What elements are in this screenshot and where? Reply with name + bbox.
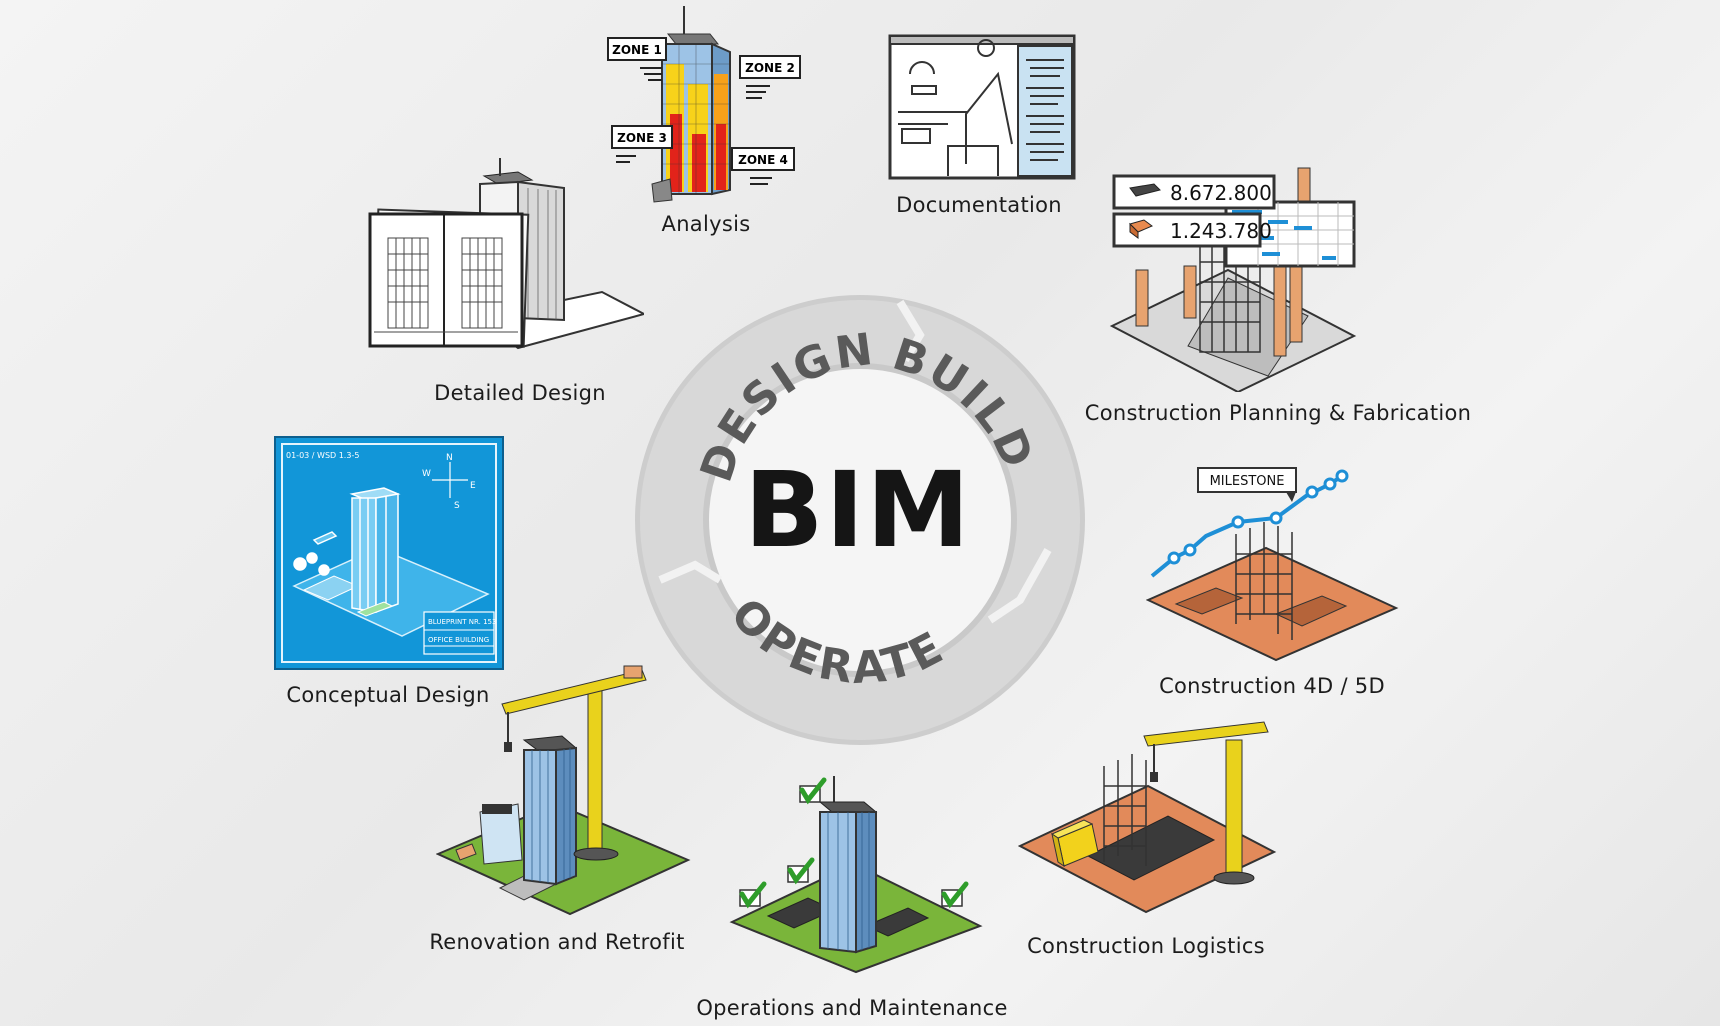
zone-tag-4: ZONE 4 — [731, 147, 795, 185]
ring-chevron-left — [658, 560, 723, 584]
zone-tag-2: ZONE 2 — [739, 55, 801, 99]
compass-icon: N W E S — [422, 453, 476, 511]
stage-label-analysis: Analysis — [661, 212, 751, 236]
stage-label-construction-planning: Construction Planning & Fabrication — [1084, 401, 1472, 425]
stage-label-documentation: Documentation — [896, 193, 1062, 217]
construction-planning-icon: 8.672.800 1.243.780 — [1109, 167, 1357, 392]
zone-tag-1: ZONE 1 — [607, 37, 667, 81]
svg-text:E: E — [470, 481, 476, 491]
detailed-design-icon — [368, 158, 644, 350]
svg-text:8.672.800: 8.672.800 — [1170, 181, 1272, 205]
svg-text:S: S — [454, 501, 460, 511]
ring-inner — [703, 363, 1017, 677]
svg-text:ZONE 3: ZONE 3 — [617, 131, 667, 145]
ring-band — [640, 300, 1080, 740]
svg-text:ZONE 1: ZONE 1 — [612, 43, 662, 57]
conceptual-design-icon: 01-03 / WSD 1.3-5 N W E S BLUEPRINT NR. … — [274, 436, 504, 670]
stage-label-detailed-design: Detailed Design — [434, 381, 606, 405]
renovation-retrofit-icon — [436, 665, 691, 916]
svg-text:N: N — [446, 453, 453, 463]
site-container-icon — [1050, 819, 1099, 868]
svg-text:MILESTONE: MILESTONE — [1210, 474, 1285, 489]
stage-label-construction-logistics: Construction Logistics — [1027, 934, 1265, 958]
crane-icon — [501, 665, 647, 861]
svg-text:ZONE 2: ZONE 2 — [745, 61, 795, 75]
ring-chevron-right — [987, 548, 1052, 624]
stage-label-operations-maintenance: Operations and Maintenance — [696, 996, 1008, 1020]
construction-logistics-icon — [1018, 721, 1277, 914]
svg-text:ZONE 4: ZONE 4 — [738, 153, 788, 167]
bim-cycle-ring: DESIGN BUILD OPERATE — [635, 295, 1085, 745]
office-tower-icon — [818, 776, 878, 954]
planning-value-2: 1.243.780 — [1112, 212, 1272, 248]
analysis-tower-icon: ZONE 1 ZONE 2 ZONE 3 ZONE 4 — [607, 6, 801, 203]
crane-icon — [1143, 721, 1269, 885]
bim-title: BIM — [744, 449, 972, 571]
svg-text:BLUEPRINT NR. 153: BLUEPRINT NR. 153 — [428, 618, 496, 626]
ring-outer — [635, 295, 1085, 745]
svg-text:OFFICE BUILDING: OFFICE BUILDING — [428, 636, 489, 644]
stage-label-construction-4d-5d: Construction 4D / 5D — [1159, 674, 1385, 698]
svg-text:W: W — [422, 469, 431, 479]
operations-maintenance-icon — [729, 776, 983, 974]
stage-label-renovation-retrofit: Renovation and Retrofit — [429, 930, 685, 954]
svg-text:1.243.780: 1.243.780 — [1170, 219, 1272, 243]
construction-4d-5d-icon: MILESTONE — [1146, 467, 1399, 662]
zone-tag-3: ZONE 3 — [611, 125, 673, 163]
ring-chevron-top — [896, 299, 925, 363]
milestone-tag: MILESTONE — [1197, 467, 1297, 502]
documentation-plan-icon — [888, 34, 1076, 180]
svg-text:01-03 / WSD 1.3-5: 01-03 / WSD 1.3-5 — [286, 451, 359, 460]
planning-value-1: 8.672.800 — [1112, 174, 1276, 210]
office-tower-icon — [522, 735, 578, 886]
stage-label-conceptual-design: Conceptual Design — [286, 683, 490, 707]
